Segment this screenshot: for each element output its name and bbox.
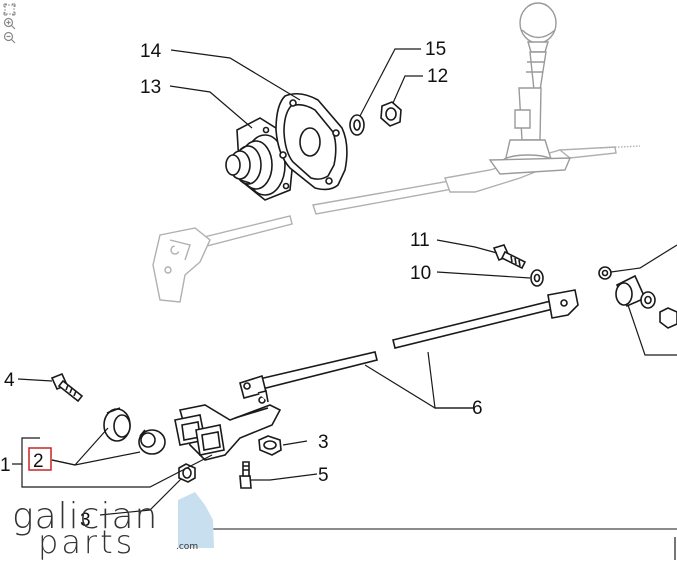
logo-suffix: .com	[176, 542, 198, 552]
callout-15: 15	[425, 39, 446, 60]
callouts: 14 13 15 12 11 10 4 6 3 5 1 3 2	[0, 39, 483, 531]
highlight-box	[28, 447, 52, 471]
part-5-bolt	[239, 461, 252, 489]
zoom-toolbar	[3, 3, 17, 45]
callout-2-highlighted[interactable]: 2	[33, 451, 44, 472]
part-11-bolt	[492, 244, 527, 270]
callout-10: 10	[410, 263, 431, 284]
callout-11: 11	[410, 230, 430, 251]
callout-14: 14	[140, 41, 162, 62]
callout-1: 1	[0, 455, 11, 476]
part-2-bushing-b	[138, 429, 166, 455]
logo-line1: galician	[12, 496, 158, 537]
leader-lines	[12, 48, 677, 516]
part-10-washer	[530, 269, 544, 287]
galician-parts-logo: galician parts .com	[12, 492, 214, 561]
part-6-selector-rod	[239, 289, 579, 399]
part-15-washer	[349, 114, 365, 136]
gear-lever	[488, 2, 572, 175]
fit-to-screen-icon[interactable]	[3, 3, 17, 16]
part-13-boot	[225, 117, 296, 201]
part-4-bolt	[50, 372, 84, 403]
part-2-bushing-a	[103, 407, 131, 442]
part-3-nut-lower	[178, 463, 196, 483]
callout-3-upper: 3	[318, 432, 329, 453]
part-3-nut-upper	[258, 435, 282, 456]
callout-12: 12	[427, 66, 448, 87]
zoom-in-icon[interactable]	[3, 17, 17, 30]
part-12-nut	[380, 101, 402, 127]
right-edge-parts	[598, 266, 677, 329]
background-linkage	[152, 145, 641, 303]
callout-3-lower: 3	[80, 510, 91, 531]
part-1-lever-assembly	[174, 390, 282, 461]
callout-13: 13	[140, 77, 161, 98]
callout-6: 6	[472, 398, 483, 419]
part-14-gasket	[275, 92, 348, 191]
logo-map-shape	[178, 492, 214, 548]
callout-5: 5	[318, 465, 329, 486]
logo-line2: parts	[38, 523, 135, 561]
callout-4: 4	[4, 370, 15, 391]
zoom-out-icon[interactable]	[3, 31, 17, 44]
